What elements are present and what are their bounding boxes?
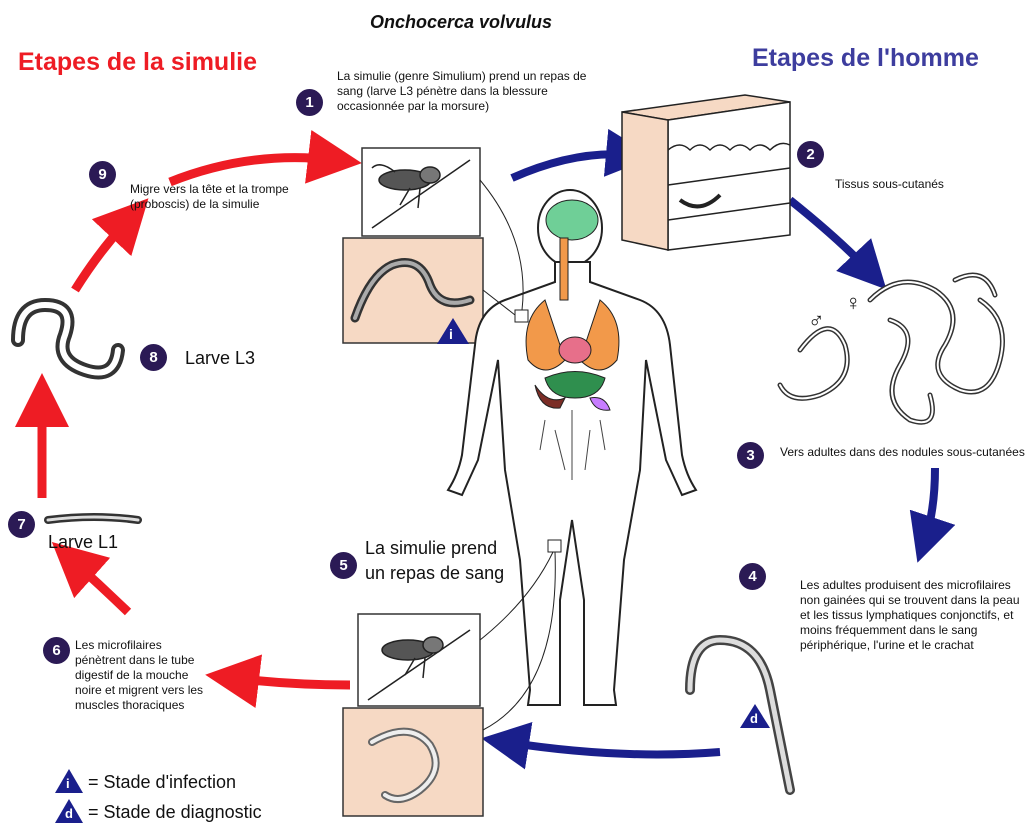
step-badge-6: 6 xyxy=(43,637,70,664)
larva-panel-bottom xyxy=(343,708,483,816)
legend-infection-letter: i xyxy=(66,776,70,791)
diagnostic-stage-marker-letter: d xyxy=(750,711,758,726)
step-badge-7: 7 xyxy=(8,511,35,538)
fly-panel-bottom xyxy=(358,614,480,706)
step-badge-5: 5 xyxy=(330,552,357,579)
step-badge-2: 2 xyxy=(797,141,824,168)
step-text-9: Migre vers la tête et la trompe (probosc… xyxy=(130,182,350,212)
step-badge-3: 3 xyxy=(737,442,764,469)
skin-block xyxy=(622,95,790,250)
adult-worms xyxy=(780,275,1003,422)
arrow-2-to-3 xyxy=(790,200,870,272)
arrow-8-to-9 xyxy=(75,218,130,290)
step-text-8: Larve L3 xyxy=(185,347,255,369)
step-badge-8: 8 xyxy=(140,344,167,371)
step-text-4: Les adultes produisent des microfilaires… xyxy=(800,578,1025,653)
male-symbol: ♂ xyxy=(808,308,825,334)
arrow-9-to-1 xyxy=(170,158,335,182)
step-text-5-line1: La simulie prend xyxy=(365,537,497,559)
heading-fly-stages: Etapes de la simulie xyxy=(18,48,257,77)
legend-infection-text: = Stade d'infection xyxy=(88,771,236,793)
step-text-5-line2: un repas de sang xyxy=(365,562,504,584)
step-badge-4: 4 xyxy=(739,563,766,590)
step-text-2: Tissus sous-cutanés xyxy=(835,177,944,192)
step-text-6: Les microfilaires pénètrent dans le tube… xyxy=(75,638,215,713)
step-text-7: Larve L1 xyxy=(48,531,118,553)
heading-human-stages: Etapes de l'homme xyxy=(752,44,979,73)
legend-diagnostic-text: = Stade de diagnostic xyxy=(88,801,262,823)
arrow-1-to-2 xyxy=(512,154,630,178)
skin-marker-leg xyxy=(548,540,561,552)
arrow-6-to-7 xyxy=(72,560,128,612)
step-badge-9: 9 xyxy=(89,161,116,188)
infection-stage-marker-letter: i xyxy=(449,326,453,342)
infection-stage-marker xyxy=(437,318,469,344)
arrow-4-to-5 xyxy=(505,742,720,754)
legend-diagnostic-letter: d xyxy=(65,806,73,821)
arrow-5-to-6 xyxy=(232,678,350,685)
female-symbol: ♀ xyxy=(845,290,862,316)
step-text-3: Vers adultes dans des nodules sous-cutan… xyxy=(780,445,1025,460)
step-badge-1: 1 xyxy=(296,89,323,116)
diagram-title: Onchocerca volvulus xyxy=(370,12,552,33)
skin-marker-arm xyxy=(515,310,528,322)
step-text-1: La simulie (genre Simulium) prend un rep… xyxy=(337,69,607,114)
arrow-3-to-4 xyxy=(925,468,935,540)
